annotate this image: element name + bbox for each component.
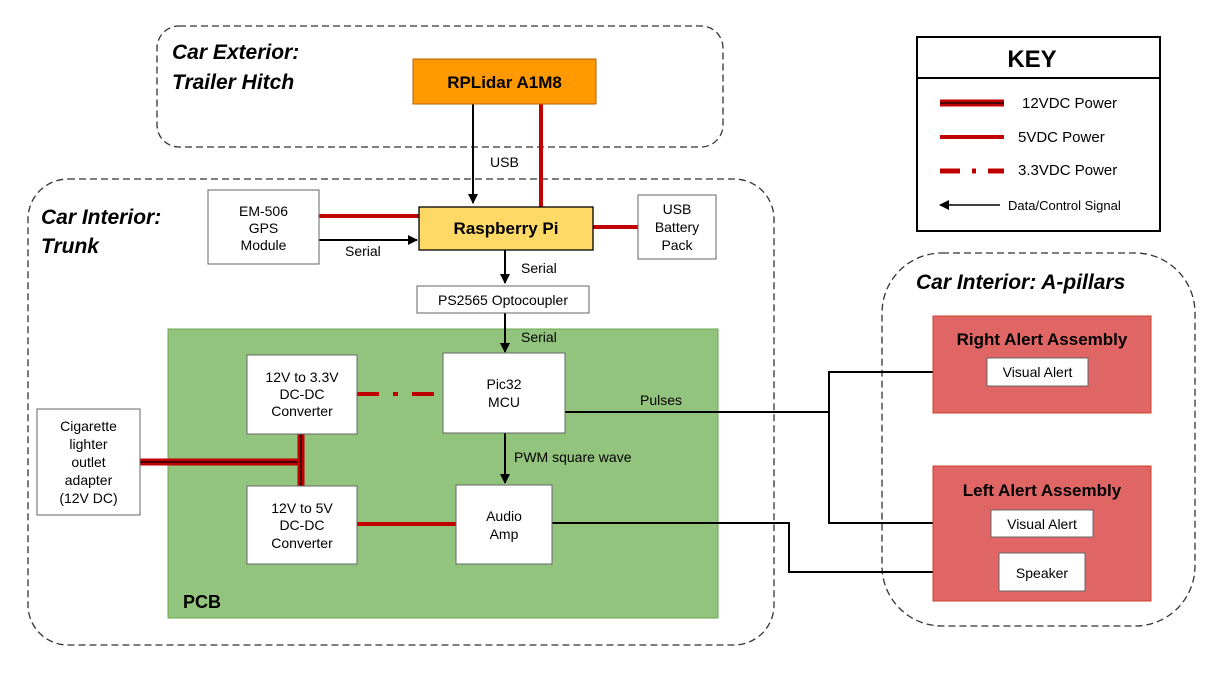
battery-label-1: USB [663,201,692,217]
trunk-title-line1: Car Interior: [41,206,161,229]
label-usb: USB [490,154,519,170]
audio-amp-label-2: Amp [490,526,519,542]
region-apillars [881,252,1196,627]
optocoupler-box [416,285,590,314]
right-alert-title: Right Alert Assembly [957,330,1128,349]
usb-battery-box [637,194,717,260]
left-visual-alert-label: Visual Alert [1007,516,1077,532]
rplidar-label: RPLidar A1M8 [447,73,562,92]
pic32-label-1: Pic32 [486,376,521,392]
converter-33v-box [246,354,358,435]
audio-amp-label-1: Audio [486,508,522,524]
region-trunk [27,178,775,646]
optocoupler-label: PS2565 Optocoupler [438,292,568,308]
raspberry-pi-box [418,206,594,251]
legend-signal-label: Data/Control Signal [1008,198,1121,213]
gps-module-box [207,189,320,265]
battery-label-3: Pack [661,237,693,253]
gps-label-3: Module [241,237,287,253]
pcb-label: PCB [183,592,221,612]
gps-label-2: GPS [249,220,279,236]
label-serial-opto: Serial [521,329,557,345]
apillars-title: Car Interior: A-pillars [916,271,1125,294]
raspberry-pi-label: Raspberry Pi [454,219,559,238]
rplidar-box [412,58,597,105]
conv33-label-3: Converter [271,403,333,419]
exterior-title-line1: Car Exterior: [172,41,299,64]
legend-title: KEY [1007,46,1056,73]
cig-label-3: outlet [71,454,105,470]
conv5-label-1: 12V to 5V [271,500,333,516]
conv5-label-2: DC-DC [279,517,324,533]
trunk-title-line2: Trunk [41,235,100,258]
legend-12v-label: 12VDC Power [1022,95,1117,112]
speaker-label: Speaker [1016,565,1068,581]
conv5-label-3: Converter [271,535,333,551]
cig-label-4: adapter [65,472,113,488]
legend-5v-label: 5VDC Power [1018,129,1105,146]
right-visual-alert-label: Visual Alert [1003,364,1073,380]
conv33-label-1: 12V to 3.3V [265,369,339,385]
signal-audio-speaker [552,522,998,577]
pic32-label-2: MCU [488,394,520,410]
wire-12v-bus [140,434,305,486]
cig-label-5: (12V DC) [59,490,117,506]
battery-label-2: Battery [655,219,699,235]
gps-label-1: EM-506 [239,203,288,219]
cig-label-2: lighter [69,436,107,452]
speaker-box [998,552,1086,592]
left-visual-alert-box [990,509,1094,538]
legend: KEY 12VDC Power 5VDC Power 3.3VDC Power … [916,36,1161,232]
pic32-mcu-box [442,352,566,434]
region-exterior [156,25,724,148]
left-alert-title: Left Alert Assembly [963,481,1122,500]
label-pwm: PWM square wave [514,449,632,465]
converter-5v-box [246,485,358,565]
cig-label-1: Cigarette [60,418,117,434]
audio-amp-box [455,484,553,565]
exterior-title-line2: Trailer Hitch [172,71,294,94]
legend-33v-label: 3.3VDC Power [1018,162,1117,179]
label-pulses: Pulses [640,392,682,408]
label-serial-pi: Serial [521,260,557,276]
right-visual-alert-box [986,357,1089,387]
label-serial-gps: Serial [345,243,381,259]
conv33-label-2: DC-DC [279,386,324,402]
cigarette-adapter-box [36,408,141,516]
